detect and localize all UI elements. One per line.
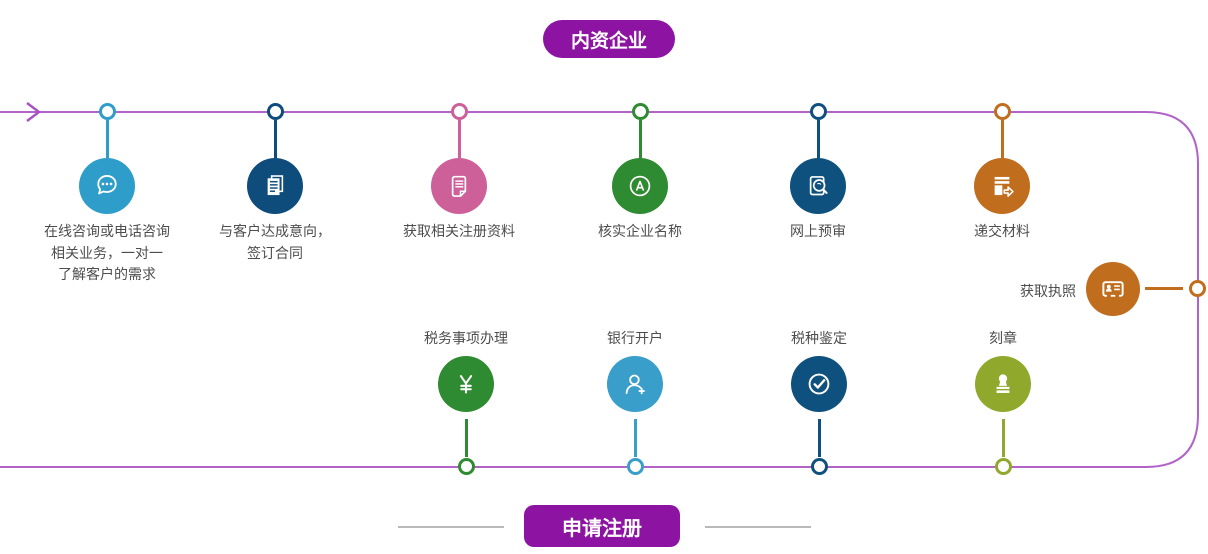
node-connector [457,120,461,158]
timeline-node-ring [98,103,116,120]
chat-icon [79,158,135,214]
node-connector [1001,419,1005,457]
top-badge-domestic-enterprise[interactable]: 内资企业 [543,20,675,58]
node-connector [633,419,637,457]
person-add-icon [607,356,663,412]
step-collect-materials: 获取相关注册资料 [374,103,544,243]
document-edit-icon [431,158,487,214]
node-connector [1000,120,1004,158]
timeline-node-ring [450,103,468,120]
bottom-badge-apply-register[interactable]: 申请注册 [524,505,680,547]
step-submit-materials: 递交材料 [917,103,1087,243]
timeline-node-ring [994,458,1012,475]
step-label: 税种鉴定 [791,330,847,346]
timeline-node-ring [457,458,475,475]
name-check-icon [612,158,668,214]
divider-line-left [398,526,504,528]
node-connector [638,120,642,158]
timeline-node-ring [809,103,827,120]
step-label-get-license: 获取执照 [1020,283,1076,299]
yuan-icon [438,356,494,412]
step-label: 获取相关注册资料 [403,223,515,239]
step-online-consult: 在线咨询或电话咨询 相关业务，一对一 了解客户的需求 [22,103,192,286]
node-connector [1145,287,1183,290]
timeline-node-ring [631,103,649,120]
node-connector [816,120,820,158]
step-sign-contract: 与客户达成意向， 签订合同 [190,103,360,264]
step-label: 递交材料 [974,223,1030,239]
stamp-icon [975,356,1031,412]
step-label: 与客户达成意向， 签订合同 [219,223,331,261]
timeline-node-ring [1189,280,1206,297]
documents-icon [247,158,303,214]
divider-line-right [705,526,811,528]
step-online-preaudit: 网上预审 [733,103,903,243]
step-tax-matters: 税务事项办理 [381,329,551,475]
node-connector [817,419,821,457]
step-label: 刻章 [989,330,1017,346]
node-connector [105,120,109,158]
step-verify-name: 核实企业名称 [555,103,725,243]
timeline-node-ring [810,458,828,475]
license-icon [1086,262,1140,316]
timeline-node-ring [266,103,284,120]
step-label: 在线咨询或电话咨询 相关业务，一对一 了解客户的需求 [44,223,170,283]
flow-start-arrow-icon [26,102,41,122]
step-label: 税务事项办理 [424,330,508,346]
step-seal-engraving: 刻章 [918,329,1088,475]
step-label: 核实企业名称 [598,223,682,239]
step-label: 银行开户 [607,330,663,346]
check-circle-icon [791,356,847,412]
timeline-node-ring [993,103,1011,120]
step-bank-account: 银行开户 [550,329,720,475]
step-tax-type: 税种鉴定 [734,329,904,475]
node-connector [273,120,277,158]
document-search-icon [790,158,846,214]
timeline-node-ring [626,458,644,475]
document-submit-icon [974,158,1030,214]
node-connector [464,419,468,457]
step-label: 网上预审 [790,223,846,239]
